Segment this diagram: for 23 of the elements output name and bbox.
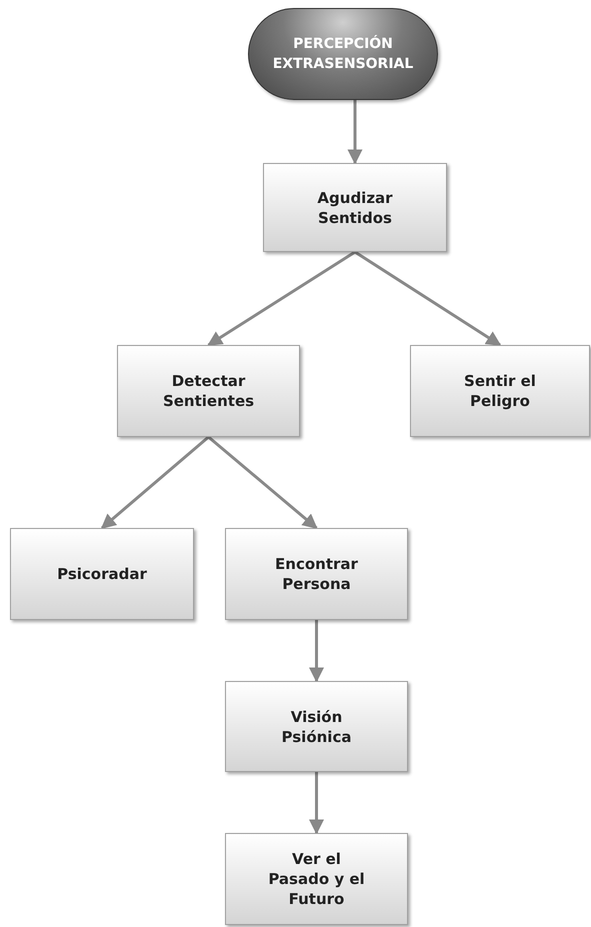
arrow (309, 620, 324, 682)
node-label: Agudizar Sentidos (316, 188, 394, 228)
arrow (208, 436, 318, 530)
start-terminal (248, 8, 438, 100)
process-box (225, 681, 408, 772)
arrow (100, 436, 210, 530)
node-label: Ver el Pasado y el Futuro (268, 849, 365, 909)
process-box (10, 528, 194, 620)
process-box (117, 345, 300, 437)
node-label: Psicoradar (57, 564, 147, 584)
process-box (225, 833, 408, 925)
process-box (410, 345, 590, 437)
arrow (348, 100, 362, 164)
node-label: PERCEPCIÓN EXTRASENSORIAL (272, 34, 414, 74)
node-label: Detectar Sentientes (162, 371, 256, 411)
process-box (225, 528, 408, 620)
arrow (207, 250, 356, 346)
process-box (263, 163, 447, 252)
arrow (309, 772, 324, 834)
node-label: Encontrar Persona (274, 554, 359, 594)
arrow (354, 250, 502, 346)
node-label: Visión Psiónica (280, 706, 352, 746)
node-label: Sentir el Peligro (463, 371, 537, 411)
